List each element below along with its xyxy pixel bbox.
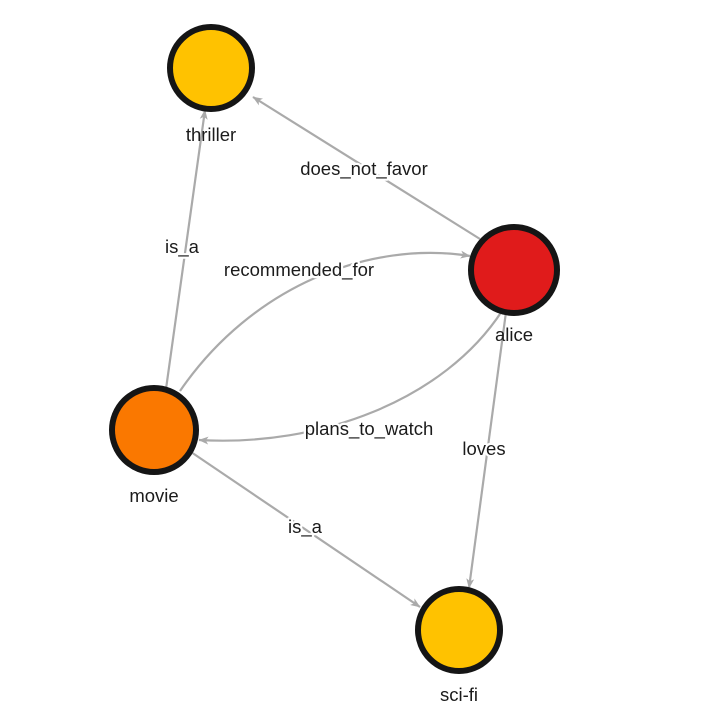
- edge-label-alice-loves-sci-fi: loves: [462, 438, 505, 459]
- edge-label-alice-plans_to_watch-movie: plans_to_watch: [305, 418, 434, 440]
- node-label-sci-fi: sci-fi: [440, 684, 478, 705]
- node-label-movie: movie: [129, 485, 178, 506]
- graph-edge-alice-loves-sci-fi[interactable]: [466, 311, 508, 589]
- graph-node-sci-fi[interactable]: [415, 586, 503, 674]
- nodes-layer: [109, 24, 560, 674]
- edge-label-halo-alice-loves-sci-fi: loves: [462, 438, 505, 459]
- edge-label-movie-recommended_for-alice: recommended_for: [224, 259, 374, 281]
- graph-edge-movie-is_a-thriller[interactable]: [164, 109, 208, 390]
- edge-label-movie-is_a-sci-fi: is_a: [288, 516, 323, 538]
- graph-node-movie[interactable]: [109, 385, 199, 475]
- graph-edge-movie-recommended_for-alice[interactable]: [179, 250, 471, 392]
- graph-edge-alice-plans_to_watch-movie[interactable]: [198, 310, 503, 445]
- graph-node-thriller[interactable]: [167, 24, 255, 112]
- edge-label-halo-movie-recommended_for-alice: recommended_for: [224, 259, 374, 281]
- edge-label-halo-movie-is_a-thriller: is_a: [165, 236, 200, 258]
- node-label-thriller: thriller: [186, 124, 236, 145]
- edge-label-movie-is_a-thriller: is_a: [165, 236, 200, 258]
- graph-edge-movie-is_a-sci-fi[interactable]: [190, 451, 421, 608]
- node-label-alice: alice: [495, 324, 533, 345]
- edge-label-halo-movie-is_a-sci-fi: is_a: [288, 516, 323, 538]
- edge-label-halo-alice-does_not_favor-thriller: does_not_favor: [300, 158, 428, 180]
- edge-labels-layer: is_ais_adoes_not_favordoes_not_favorreco…: [163, 156, 508, 541]
- edges-layer: [164, 96, 508, 608]
- node-labels-layer: thriller alice movie sci-fi: [129, 124, 533, 705]
- edge-label-halo-alice-plans_to_watch-movie: plans_to_watch: [305, 418, 434, 440]
- edge-label-alice-does_not_favor-thriller: does_not_favor: [300, 158, 428, 180]
- graph-edge-alice-does_not_favor-thriller[interactable]: [252, 96, 481, 240]
- graph-node-alice[interactable]: [468, 224, 560, 316]
